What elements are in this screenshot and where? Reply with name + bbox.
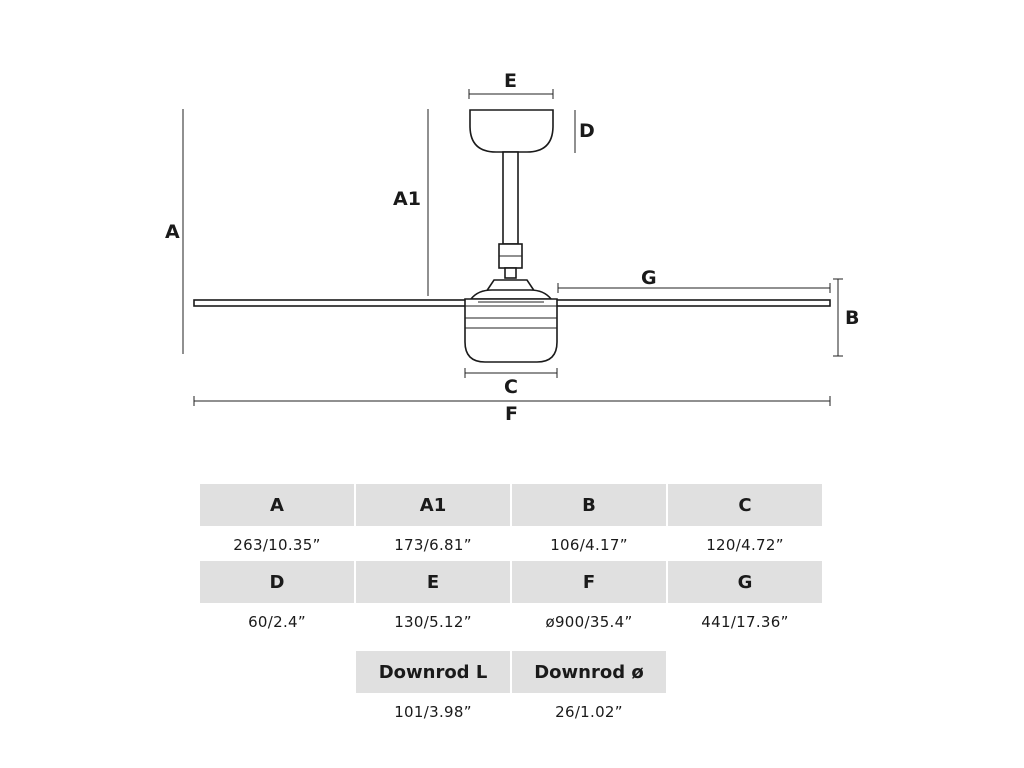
label-d: D [579, 120, 595, 142]
fan-dimension-diagram: A A1 E D [165, 70, 859, 425]
label-g: G [641, 267, 657, 289]
dimension-g: G [557, 267, 831, 293]
header-c: C [668, 484, 822, 526]
value-g: 441/17.36” [701, 613, 789, 631]
canopy [469, 109, 554, 153]
header-b: B [512, 484, 666, 526]
value-a1: 173/6.81” [394, 536, 472, 554]
dimension-a1: A1 [393, 109, 429, 296]
coupling-neck [504, 267, 517, 279]
dimension-b: B [833, 278, 859, 357]
motor-top [469, 289, 553, 300]
header-downrod-diameter: Downrod ø [512, 651, 666, 693]
label-a: A [165, 221, 180, 243]
label-a1: A1 [393, 188, 421, 210]
left-blade [193, 299, 467, 307]
dimension-c: C [464, 368, 558, 398]
value-a: 263/10.35” [233, 536, 321, 554]
value-b: 106/4.17” [550, 536, 628, 554]
label-b: B [845, 307, 859, 329]
label-c: C [504, 376, 518, 398]
dimension-e: E [468, 70, 554, 99]
downrod [502, 151, 519, 245]
value-e: 130/5.12” [394, 613, 472, 631]
header-f: F [512, 561, 666, 603]
dimension-d: D [574, 110, 595, 153]
value-f: ø900/35.4” [545, 613, 633, 631]
header-e: E [356, 561, 510, 603]
right-blade [555, 299, 831, 307]
header-d: D [200, 561, 354, 603]
label-e: E [504, 70, 517, 92]
header-g: G [668, 561, 822, 603]
light-housing [464, 298, 558, 363]
label-f: F [505, 403, 518, 425]
dimension-a: A [165, 109, 184, 354]
value-c: 120/4.72” [706, 536, 784, 554]
dimension-f: F [193, 396, 831, 425]
value-downrod-diameter: 26/1.02” [555, 703, 623, 721]
value-downrod-length: 101/3.98” [394, 703, 472, 721]
header-a1: A1 [356, 484, 510, 526]
header-downrod-length: Downrod L [356, 651, 510, 693]
header-a: A [200, 484, 354, 526]
fan-body [193, 109, 831, 363]
value-d: 60/2.4” [248, 613, 306, 631]
